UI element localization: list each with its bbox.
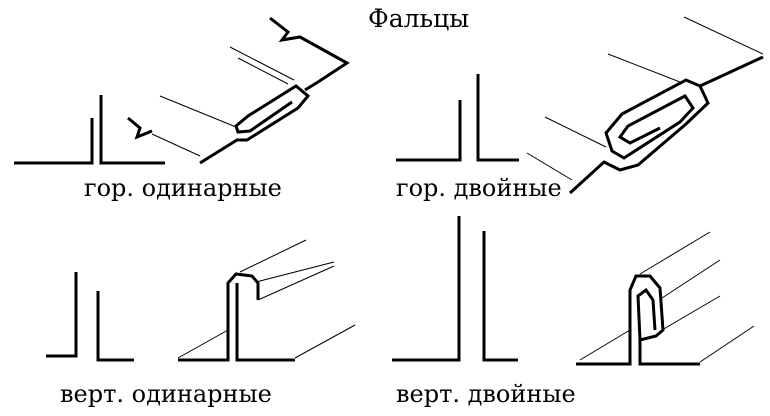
sheet-edge-line <box>294 324 356 359</box>
label-vertical-single: верт. одинарные <box>60 380 272 408</box>
sheet-edge-line <box>151 133 201 157</box>
seam-ridge-line <box>661 259 721 299</box>
seam-ridge-line <box>257 265 335 301</box>
seam-edge-line <box>229 46 295 81</box>
sheet-edge-line <box>177 329 229 359</box>
sheet-edge-line <box>607 53 681 83</box>
sheet-edge-line <box>579 329 631 361</box>
vertical-single-seam-inner <box>235 283 295 362</box>
horizontal-single-left-sheet <box>14 118 94 165</box>
horizontal-double-section <box>396 16 764 195</box>
seam-ridge-line <box>239 239 307 273</box>
vertical-double-seam-profile <box>576 274 665 366</box>
seam-edge-line <box>237 57 289 85</box>
horizontal-double-right-sheet <box>476 74 519 162</box>
sheet-edge-line <box>159 95 237 128</box>
sheet-edge-line <box>526 152 573 181</box>
horizontal-double-upper-sheet <box>699 55 764 88</box>
vertical-double-left-sheet <box>392 216 461 362</box>
label-vertical-double: верт. двойные <box>396 380 576 408</box>
horizontal-single-folded-seam <box>199 84 311 165</box>
vertical-single-section <box>46 239 356 362</box>
diagram-title: Фальцы <box>368 4 470 33</box>
seam-ridge-line <box>661 295 721 331</box>
label-horizontal-double: гор. двойные <box>396 174 562 202</box>
horizontal-double-folded-seam <box>568 78 710 195</box>
horizontal-single-section <box>14 16 350 165</box>
horizontal-double-perspective <box>526 16 764 195</box>
horizontal-single-perspective <box>127 16 350 165</box>
seam-ridge-line <box>639 231 711 275</box>
horizontal-double-left-sheet <box>396 100 462 162</box>
vertical-double-perspective <box>576 231 755 366</box>
vertical-double-right-sheet <box>482 231 518 362</box>
horizontal-single-right-sheet <box>99 95 165 165</box>
horizontal-single-lower-break <box>127 116 153 140</box>
vertical-single-perspective <box>177 239 356 362</box>
sheet-edge-line <box>544 116 607 148</box>
vertical-single-left-sheet <box>46 272 78 358</box>
vertical-double-seam-inner <box>638 340 700 366</box>
vertical-single-seam-profile <box>178 272 260 362</box>
horizontal-single-upper-sheet <box>269 16 350 92</box>
vertical-double-section <box>392 216 755 366</box>
vertical-single-right-sheet <box>96 291 134 362</box>
sheet-edge-line <box>699 325 755 363</box>
sheet-edge-line <box>683 16 764 55</box>
label-horizontal-single: гор. одинарные <box>84 174 282 202</box>
seam-ridge-line <box>255 261 335 283</box>
